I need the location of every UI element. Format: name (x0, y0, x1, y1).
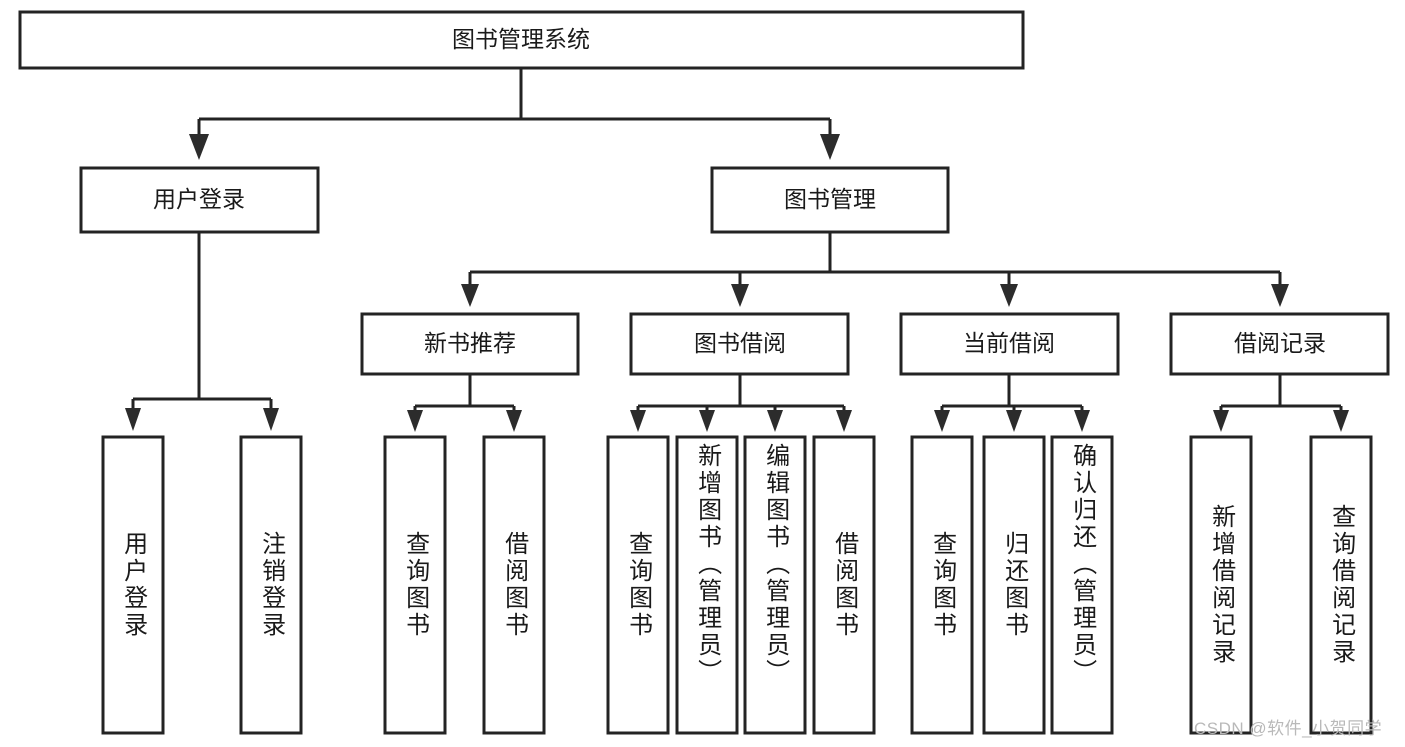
edge-group-user-login-to-leaves (125, 232, 279, 431)
arrow-head-leaf-query-books-recommend (407, 410, 423, 432)
arrow-head-leaf-query-borrow-record (1333, 410, 1349, 432)
edge-group-borrow-records-to-leaves (1213, 374, 1349, 432)
arrow-head-leaf-borrow-books-recommend (506, 410, 522, 432)
arrow-head-leaf-return-books (1006, 410, 1022, 432)
arrow-head-current-borrow (1000, 284, 1018, 307)
edge-group-new-book-recommend-to-leaves (407, 374, 522, 432)
node-user-login[interactable]: 用户登录 (79, 166, 320, 234)
csdn-watermark: CSDN @软件_小贺同学 (1194, 719, 1383, 738)
node-box-book-management[interactable] (710, 166, 950, 234)
edge-group-current-borrow-to-leaves (934, 374, 1090, 432)
node-box-book-borrow[interactable] (629, 312, 850, 376)
node-box-leaf-query-books-borrow[interactable] (606, 435, 670, 735)
edge-group-root-to-level2 (189, 68, 840, 160)
arrow-head-leaf-query-books-borrow (630, 410, 646, 432)
node-root[interactable]: 图书管理系统 (18, 10, 1025, 70)
node-box-leaf-borrow-books[interactable] (812, 435, 876, 735)
node-label-borrow-records: 借阅记录 (1234, 330, 1326, 356)
arrow-head-leaf-add-borrow-record (1213, 410, 1229, 432)
node-book-borrow[interactable]: 图书借阅 (629, 312, 850, 376)
node-box-borrow-records[interactable] (1169, 312, 1390, 376)
node-box-leaf-query-borrow-record[interactable] (1309, 435, 1373, 735)
arrow-head-borrow-records (1271, 284, 1289, 307)
leaf-boxes-group (101, 435, 1373, 735)
arrow-head-leaf-confirm-return-admin (1074, 410, 1090, 432)
node-box-leaf-borrow-books-recommend[interactable] (482, 435, 546, 735)
node-label-book-management: 图书管理 (784, 186, 876, 212)
node-book-management[interactable]: 图书管理 (710, 166, 950, 234)
arrow-head-book-borrow (731, 284, 749, 307)
node-label-new-book-recommend: 新书推荐 (424, 330, 516, 356)
node-label-current-borrow: 当前借阅 (963, 330, 1055, 356)
arrow-head-leaf-query-books-current (934, 410, 950, 432)
node-label-user-login: 用户登录 (153, 186, 245, 212)
node-box-new-book-recommend[interactable] (360, 312, 580, 376)
node-box-leaf-query-books-current[interactable] (910, 435, 974, 735)
node-label-root: 图书管理系统 (452, 26, 590, 52)
node-box-leaf-confirm-return-admin[interactable] (1050, 435, 1114, 735)
node-current-borrow[interactable]: 当前借阅 (899, 312, 1120, 376)
node-box-user-login[interactable] (79, 166, 320, 234)
edge-group-book-management-to-level3 (461, 232, 1289, 307)
arrow-head-leaf-add-book-admin (699, 410, 715, 432)
node-box-leaf-return-books[interactable] (982, 435, 1046, 735)
node-box-leaf-user-logout[interactable] (239, 435, 303, 735)
node-box-leaf-add-book-admin[interactable] (675, 435, 739, 735)
arrow-head-new-book-recommend (461, 284, 479, 307)
arrow-head-leaf-user-login (125, 408, 141, 431)
node-box-leaf-edit-book-admin[interactable] (743, 435, 807, 735)
arrow-head-user-login (189, 134, 209, 160)
edge-group-book-borrow-to-leaves (630, 374, 852, 432)
arrow-head-leaf-edit-book-admin (767, 410, 783, 432)
node-label-book-borrow: 图书借阅 (694, 330, 786, 356)
arrow-head-leaf-user-logout (263, 408, 279, 431)
node-new-book-recommend[interactable]: 新书推荐 (360, 312, 580, 376)
node-box-root[interactable] (18, 10, 1025, 70)
node-box-leaf-add-borrow-record[interactable] (1189, 435, 1253, 735)
node-box-current-borrow[interactable] (899, 312, 1120, 376)
node-box-leaf-user-login[interactable] (101, 435, 165, 735)
arrow-head-leaf-borrow-books (836, 410, 852, 432)
node-box-leaf-query-books-recommend[interactable] (383, 435, 447, 735)
node-borrow-records[interactable]: 借阅记录 (1169, 312, 1390, 376)
arrow-head-book-management (820, 134, 840, 160)
